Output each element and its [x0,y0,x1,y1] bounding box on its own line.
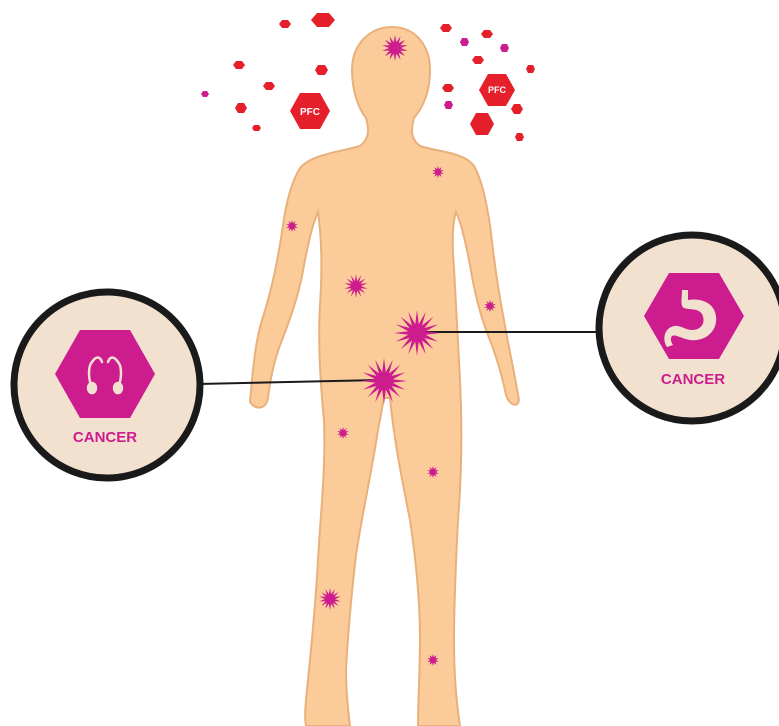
callout-left-label: CANCER [73,429,137,446]
pfc-particle [481,30,493,38]
pfc-particle [263,82,275,90]
magenta-particle [500,44,509,52]
pfc-particle [515,133,524,141]
callout-right: CANCER [599,235,779,421]
magenta-burst [394,310,440,356]
pfc-particle [279,20,291,28]
pfc-particle [311,13,335,27]
magenta-particle [444,101,453,109]
pfc-particle [235,103,247,113]
pfc-particle [472,56,484,64]
magenta-burst [361,358,407,404]
pfc-particle [440,24,452,32]
callout-right-label: CANCER [661,371,725,388]
pfc-particle [442,84,454,92]
pfc-particle [315,65,328,75]
callout-left: CANCER [14,292,200,478]
pfc-badge-right: PFC [479,74,515,106]
pfc-badge-left: PFC [290,93,330,129]
magenta-particle [201,91,209,97]
pfc-particle [526,65,535,73]
pfc-particle [252,125,261,131]
pfc-badge-left-label: PFC [300,107,320,118]
pfc-particle [470,113,494,135]
pfc-badge-right-label: PFC [488,85,507,95]
pfc-particle [233,61,245,69]
magenta-particle [460,38,469,46]
pfc-particle [511,104,523,114]
